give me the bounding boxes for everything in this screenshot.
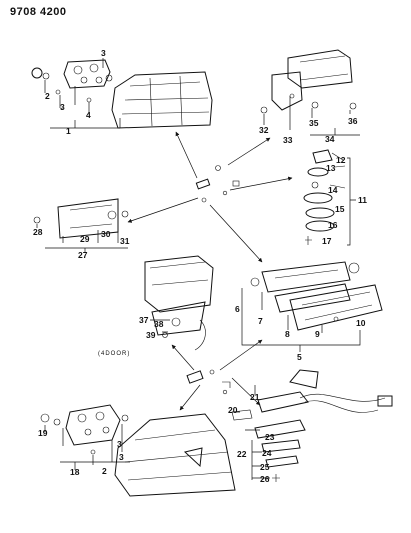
callout-3: 3 xyxy=(60,102,65,112)
callout-31: 31 xyxy=(120,236,130,246)
callout-32: 32 xyxy=(259,125,269,135)
bulb-icon xyxy=(105,74,113,82)
callout-35: 35 xyxy=(309,118,319,128)
callout-22: 22 xyxy=(237,449,247,459)
callout-3-c: 3 xyxy=(119,452,124,462)
variant-note: (4DOOR) xyxy=(98,351,131,357)
callout-3-d: 3 xyxy=(117,439,122,449)
grommet-icon xyxy=(349,102,357,110)
callout-34: 34 xyxy=(325,134,335,144)
callout-3-b: 3 xyxy=(101,48,106,58)
callout-5: 5 xyxy=(297,352,302,362)
callout-26: 26 xyxy=(260,474,270,484)
callout-24: 24 xyxy=(262,448,272,458)
rear-combination-lamp-upper xyxy=(31,59,213,129)
side-marker-lamp xyxy=(33,198,129,239)
callout-9: 9 xyxy=(315,329,320,339)
callout-2-b: 2 xyxy=(102,466,107,476)
callout-27: 27 xyxy=(78,250,88,260)
callout-13: 13 xyxy=(326,163,336,173)
grommet-icon xyxy=(55,89,61,95)
location-markers-lower xyxy=(186,369,231,395)
license-lamp-exploded xyxy=(303,149,346,245)
bulb-icon xyxy=(121,414,129,422)
bulb-socket-icon xyxy=(31,67,50,80)
bulb-icon xyxy=(250,277,260,287)
high-mount-stop-lamp xyxy=(260,49,357,114)
callout-15: 15 xyxy=(335,204,345,214)
callout-39: 39 xyxy=(146,330,156,340)
callout-23: 23 xyxy=(265,432,275,442)
backup-lamp-assembly xyxy=(144,255,214,351)
location-markers xyxy=(195,165,240,203)
callout-28: 28 xyxy=(33,227,43,237)
callout-20: 20 xyxy=(228,405,238,415)
front-turn-signal-lamp xyxy=(250,261,383,331)
callout-36: 36 xyxy=(348,116,358,126)
lamp-bracket xyxy=(271,71,303,111)
license-lamp-wiring xyxy=(231,369,393,482)
rear-combination-lamp-lower xyxy=(40,404,236,497)
diagram-code: 9708 4200 xyxy=(10,6,67,18)
callout-7: 7 xyxy=(258,316,263,326)
callout-21: 21 xyxy=(250,392,260,402)
callout-4: 4 xyxy=(86,110,91,120)
callout-17: 17 xyxy=(322,236,332,246)
callout-8: 8 xyxy=(285,329,290,339)
callout-6: 6 xyxy=(235,304,240,314)
bulb-icon xyxy=(121,210,129,218)
lamp-socket-housing-upper xyxy=(63,59,111,89)
screw-icon xyxy=(333,316,339,322)
callout-10: 10 xyxy=(356,318,366,328)
callout-16: 16 xyxy=(328,220,338,230)
callout-12: 12 xyxy=(336,155,346,165)
callout-37: 37 xyxy=(139,315,149,325)
screw-icon xyxy=(33,216,41,224)
callout-19: 19 xyxy=(38,428,48,438)
lamp-socket-housing-lower xyxy=(65,404,121,446)
callout-1: 1 xyxy=(66,126,71,136)
callout-18: 18 xyxy=(70,467,80,477)
callout-33: 33 xyxy=(283,135,293,145)
bulb-socket-icon xyxy=(40,413,50,423)
callout-11: 11 xyxy=(358,195,367,205)
callout-labels: 1 2 3 3 4 5 6 7 8 9 10 11 12 13 14 15 16… xyxy=(33,48,367,484)
bulb-socket-icon xyxy=(260,106,268,114)
callout-29: 29 xyxy=(80,234,90,244)
callout-14: 14 xyxy=(328,185,338,195)
bulb-socket-icon xyxy=(107,210,117,220)
bulb-icon xyxy=(53,418,61,426)
callout-25: 25 xyxy=(260,462,270,472)
callout-2: 2 xyxy=(45,91,50,101)
screw-icon xyxy=(90,449,96,455)
callout-38: 38 xyxy=(154,319,164,329)
leader-lines xyxy=(36,58,361,480)
screw-icon xyxy=(311,101,319,109)
callout-30: 30 xyxy=(101,229,111,239)
screw-icon xyxy=(86,97,92,103)
bulb-socket-icon xyxy=(348,262,360,274)
